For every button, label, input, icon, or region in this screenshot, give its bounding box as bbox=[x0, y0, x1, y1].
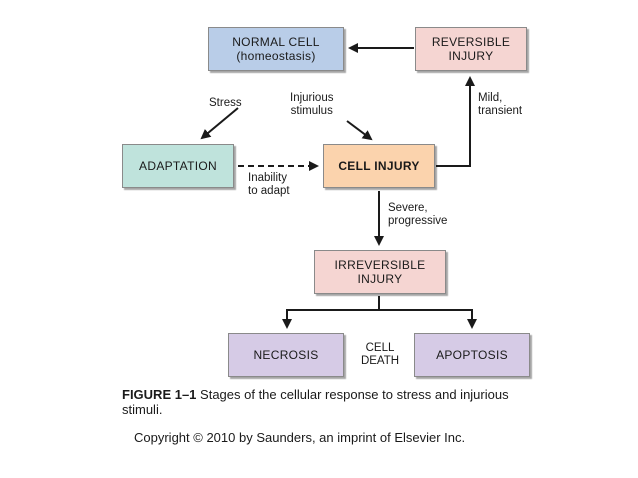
stress-label: Stress bbox=[209, 97, 242, 110]
injurious-stimulus-label: Injurious stimulus bbox=[290, 92, 333, 118]
cell-injury-box: CELL INJURY bbox=[323, 144, 435, 188]
reversible-injury-line-1: REVERSIBLE bbox=[431, 35, 511, 49]
cell-death-label: CELL DEATH bbox=[356, 342, 404, 368]
necrosis-label: NECROSIS bbox=[253, 348, 319, 362]
cell-injury-label: CELL INJURY bbox=[338, 159, 420, 173]
irreversible-injury-box: IRREVERSIBLE INJURY bbox=[314, 250, 446, 294]
normal-cell-box: NORMAL CELL (homeostasis) bbox=[208, 27, 344, 71]
arrow-stress bbox=[200, 107, 239, 140]
inability-to-adapt-label: Inability to adapt bbox=[248, 172, 290, 198]
reversible-injury-box: REVERSIBLE INJURY bbox=[415, 27, 527, 71]
injurious-stimulus-line-2: stimulus bbox=[290, 105, 333, 117]
mild-transient-line-2: transient bbox=[478, 105, 523, 117]
copyright-notice: Copyright © 2010 by Saunders, an imprint… bbox=[134, 430, 466, 445]
irreversible-injury-line-1: IRREVERSIBLE bbox=[334, 258, 426, 272]
severe-progressive-label: Severe, progressive bbox=[388, 202, 447, 228]
arrow-to-apoptosis bbox=[379, 309, 477, 329]
arrow-injurious-stimulus bbox=[346, 120, 373, 141]
inability-to-adapt-line-2: to adapt bbox=[248, 185, 290, 197]
adaptation-label: ADAPTATION bbox=[139, 159, 217, 173]
mild-transient-label: Mild, transient bbox=[478, 92, 522, 118]
arrow-to-necrosis bbox=[282, 309, 379, 329]
apoptosis-label: APOPTOSIS bbox=[436, 348, 508, 362]
apoptosis-box: APOPTOSIS bbox=[414, 333, 530, 377]
figure-caption-text: Stages of the cellular response to stres… bbox=[122, 387, 509, 417]
cell-death-line-2: DEATH bbox=[360, 355, 400, 367]
reversible-injury-line-2: INJURY bbox=[448, 49, 494, 63]
inability-to-adapt-line-1: Inability bbox=[248, 172, 287, 184]
severe-progressive-line-2: progressive bbox=[388, 215, 448, 227]
severe-progressive-line-1: Severe, bbox=[388, 202, 428, 214]
injurious-stimulus-line-1: Injurious bbox=[290, 92, 334, 104]
arrow-mild-transient bbox=[436, 76, 475, 167]
normal-cell-title: NORMAL CELL bbox=[232, 35, 320, 49]
necrosis-box: NECROSIS bbox=[228, 333, 344, 377]
normal-cell-subtitle: (homeostasis) bbox=[236, 49, 316, 63]
cell-death-line-1: CELL bbox=[365, 342, 395, 354]
stress-text: Stress bbox=[209, 97, 242, 109]
figure-caption: FIGURE 1–1 Stages of the cellular respon… bbox=[122, 387, 542, 417]
adaptation-box: ADAPTATION bbox=[122, 144, 234, 188]
irreversible-injury-line-2: INJURY bbox=[357, 272, 403, 286]
mild-transient-line-1: Mild, bbox=[478, 92, 503, 104]
figure-label: FIGURE 1–1 bbox=[122, 387, 197, 402]
